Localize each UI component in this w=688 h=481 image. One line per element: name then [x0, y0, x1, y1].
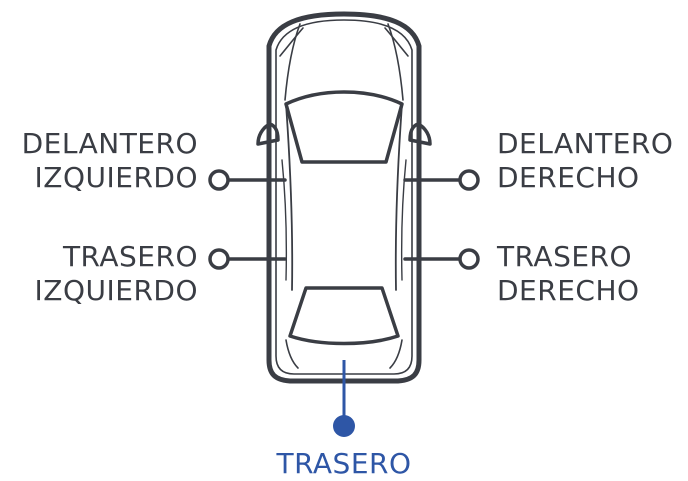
label-rear-left-line1: TRASERO [62, 240, 198, 273]
rear-light-right [389, 339, 403, 369]
marker-front-right [458, 169, 480, 191]
label-front-left-line1: DELANTERO [21, 127, 198, 160]
label-front-left: DELANTERO IZQUIERDO [22, 127, 198, 195]
marker-front-left [208, 169, 230, 191]
door-line-left [281, 159, 288, 281]
door-line-right [400, 159, 407, 281]
rear-marker-group [333, 360, 355, 437]
label-rear-right-line1: TRASERO [497, 240, 633, 273]
hood-crease-right [384, 27, 409, 57]
hood-crease-left [279, 27, 304, 57]
hood-line-right [387, 23, 404, 101]
marker-rear-right [458, 248, 480, 270]
label-front-left-line2: IZQUIERDO [34, 161, 198, 194]
label-rear-right-line2: DERECHO [497, 274, 640, 307]
car-top-view [256, 11, 432, 384]
rear-light-left [285, 339, 299, 369]
label-rear-left: TRASERO IZQUIERDO [35, 240, 198, 308]
label-front-right: DELANTERO DERECHO [497, 127, 673, 195]
label-front-right-line2: DERECHO [497, 161, 640, 194]
label-rear-left-line2: IZQUIERDO [34, 274, 198, 307]
marker-rear [333, 415, 355, 437]
label-rear-right: TRASERO DERECHO [497, 240, 640, 308]
rear-window [288, 286, 400, 346]
connector-lines [226, 178, 462, 261]
position-markers [208, 169, 480, 270]
windshield [284, 90, 404, 164]
cabin-right [394, 103, 403, 291]
mirror-right [408, 122, 432, 146]
label-front-right-line1: DELANTERO [497, 127, 674, 160]
hood-line-left [284, 23, 301, 101]
label-rear: TRASERO [276, 447, 412, 480]
marker-rear-left [208, 248, 230, 270]
mirror-left [256, 122, 280, 146]
cabin-left [285, 103, 294, 291]
